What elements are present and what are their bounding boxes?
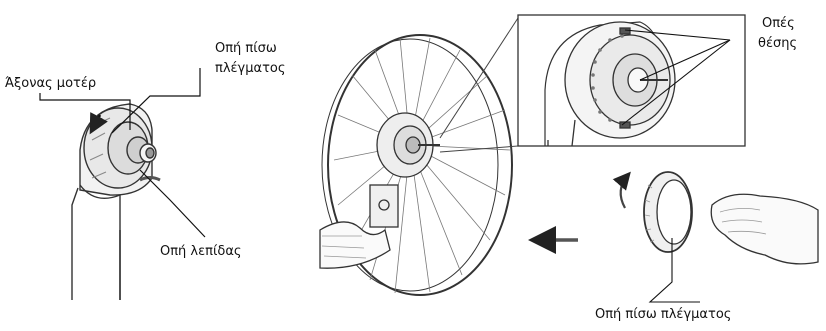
fan-rear-grill (320, 35, 512, 295)
label-motor-shaft: Άξονας μοτέρ (5, 75, 96, 93)
label-rear-grill-hole-bottom: Οπή πίσω πλέγματος (595, 306, 731, 324)
label-position-holes-line2: θέσης (758, 35, 797, 53)
grill-nut-assembly (535, 172, 818, 264)
inset-box (518, 15, 745, 146)
label-blade-hole: Οπή λεπίδας (160, 243, 242, 261)
motor-shaft-closeup (72, 104, 160, 300)
label-rear-grill-hole-line2: πλέγματος (215, 60, 286, 78)
label-rear-grill-hole-line1: Οπή πίσω (215, 40, 277, 58)
label-position-holes-line1: Οπές (762, 15, 795, 33)
